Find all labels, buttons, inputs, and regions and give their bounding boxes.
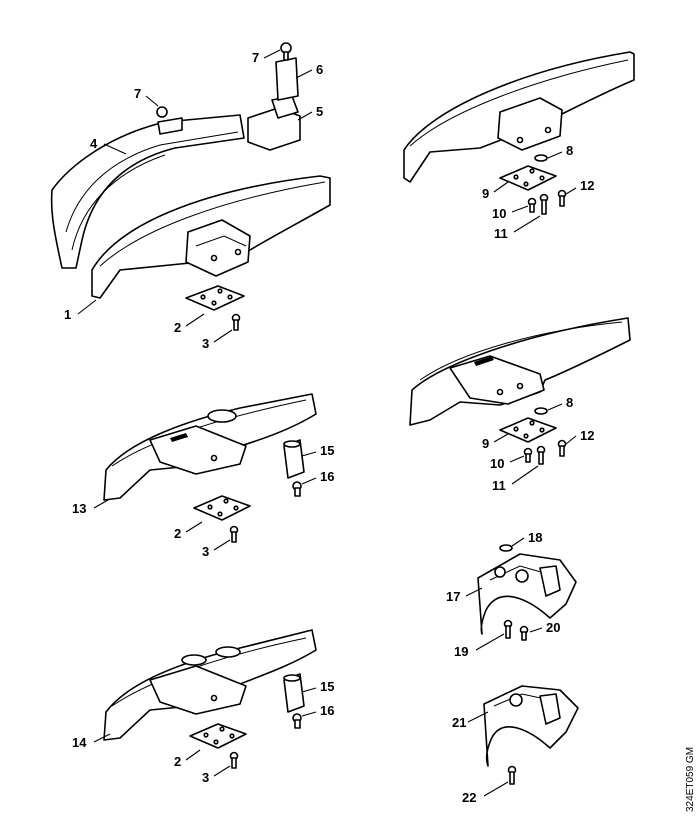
callout-12: 12 [580, 178, 594, 193]
screw-11a [539, 193, 549, 215]
deflector-skirt [50, 114, 245, 269]
plate-2c [189, 723, 247, 749]
washer-18 [499, 544, 513, 552]
guard-large [91, 175, 331, 299]
screw-7a [280, 42, 292, 61]
plate-2b [193, 495, 251, 521]
callout-12: 12 [580, 428, 594, 443]
plate-2a [185, 285, 245, 311]
screw-3a [231, 313, 241, 331]
screw-3b [229, 525, 239, 543]
callout-11: 11 [494, 226, 508, 241]
screw-7b [156, 106, 168, 118]
guard-13 [103, 393, 317, 501]
mounting-bracket [247, 57, 301, 151]
callout-18: 18 [528, 530, 542, 545]
washer-8b [534, 407, 548, 415]
callout-16: 16 [320, 469, 334, 484]
callout-2: 2 [174, 754, 181, 769]
callout-6: 6 [316, 62, 323, 77]
callout-9: 9 [482, 186, 489, 201]
callout-2: 2 [174, 320, 181, 335]
callout-11: 11 [492, 478, 506, 493]
callout-8: 8 [566, 143, 573, 158]
screw-22 [507, 765, 517, 785]
callout-8: 8 [566, 395, 573, 410]
screw-19 [503, 619, 513, 639]
callout-3: 3 [202, 336, 209, 351]
callout-3: 3 [202, 544, 209, 559]
callout-21: 21 [452, 715, 466, 730]
callout-1: 1 [64, 307, 71, 322]
callout-19: 19 [454, 644, 468, 659]
callout-3: 3 [202, 770, 209, 785]
screw-11b [536, 445, 546, 465]
screw-12a [557, 189, 567, 207]
guard-holder-21 [483, 685, 579, 767]
guard-top-right [403, 51, 635, 183]
leader-lines [77, 49, 577, 797]
screw-12b [557, 439, 567, 457]
screw-10a [527, 197, 537, 213]
callout-20: 20 [546, 620, 560, 635]
callout-9: 9 [482, 436, 489, 451]
callout-13: 13 [72, 501, 86, 516]
screw-10b [523, 447, 533, 463]
washer-8a [534, 154, 548, 162]
callout-7: 7 [134, 86, 141, 101]
screw-3c [229, 751, 239, 769]
guard-14 [103, 629, 317, 741]
screw-16b [292, 713, 302, 729]
callout-4: 4 [90, 136, 98, 151]
sleeve-15b [283, 673, 305, 713]
callout-7: 7 [252, 50, 259, 65]
callout-15: 15 [320, 679, 334, 694]
plate-9a [499, 165, 557, 191]
callout-15: 15 [320, 443, 334, 458]
guard-middle-right [409, 317, 631, 426]
screw-20 [519, 625, 529, 641]
callout-14: 14 [72, 735, 87, 750]
callout-22: 22 [462, 790, 476, 805]
callout-10: 10 [492, 206, 506, 221]
callout-2: 2 [174, 526, 181, 541]
drawing-code: 324ET059 GM [685, 747, 696, 812]
callout-16: 16 [320, 703, 334, 718]
sleeve-15a [283, 439, 305, 479]
guard-holder-17 [477, 553, 577, 635]
plate-9b [499, 417, 557, 443]
callout-17: 17 [446, 589, 460, 604]
callout-5: 5 [316, 104, 323, 119]
screw-16a [292, 481, 302, 497]
callout-10: 10 [490, 456, 504, 471]
